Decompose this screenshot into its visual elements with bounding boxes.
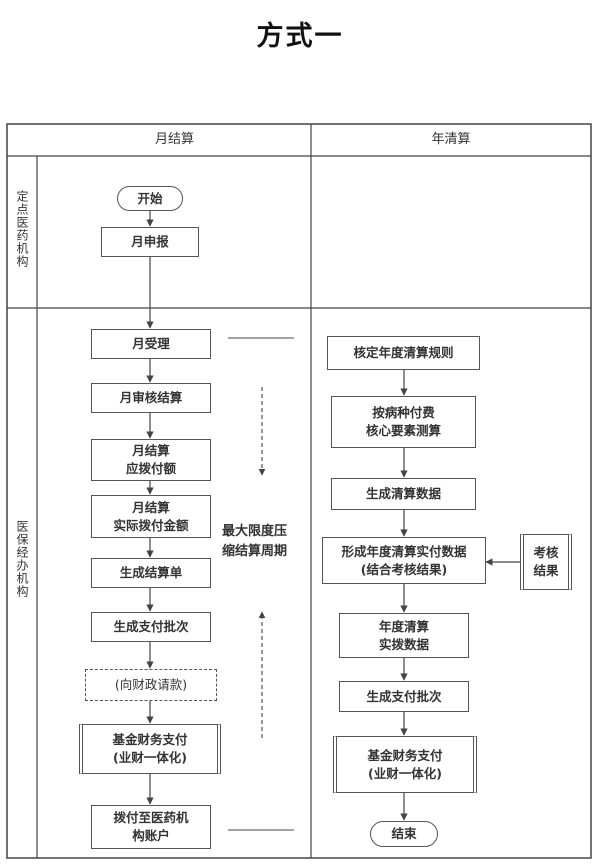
column-header-annual: 年清算 [431,132,471,147]
page-title: 方式一 [256,21,344,52]
monthly-accept-box: 月受理 [91,329,211,359]
annual-rules-box: 核定年度清算规则 [327,336,480,370]
annual-calc-box: 按病种付费 核心要素测算 [331,396,476,448]
finance-request-box: (向财政请款) [85,669,217,701]
end-node: 结束 [370,821,438,847]
annual-finance-box: 基金财务支付 (业财一体化) [333,736,477,793]
monthly-report-box: 月申报 [101,227,199,257]
annual-transfer-data-box: 年度清算 实拨数据 [339,613,469,658]
monthly-payable-box: 月结算 应拨付额 [91,439,211,481]
start-node: 开始 [117,186,183,211]
compress-cycle-note: 最大限度压 缩结算周期 [222,524,288,559]
review-result-box: 考核 结果 [520,534,572,590]
outer-frame [6,123,592,859]
transfer-box: 拨付至医药机 构账户 [91,805,211,849]
lane-label-agency: 医保经办机构 [15,520,29,598]
annual-actual-box: 形成年度清算实付数据 (结合考核结果) [322,537,486,584]
column-header-monthly: 月结算 [154,132,194,147]
annual-batch-box: 生成支付批次 [339,681,469,712]
monthly-audit-box: 月审核结算 [91,383,211,413]
statement-box: 生成结算单 [91,558,211,588]
annual-data-box: 生成清算数据 [331,478,476,510]
monthly-batch-box: 生成支付批次 [91,612,211,642]
monthly-finance-box: 基金财务支付 (业财一体化) [79,724,221,774]
lane-label-hospital: 定点医药机构 [15,190,29,268]
monthly-actual-box: 月结算 实际拨付金额 [91,495,211,538]
